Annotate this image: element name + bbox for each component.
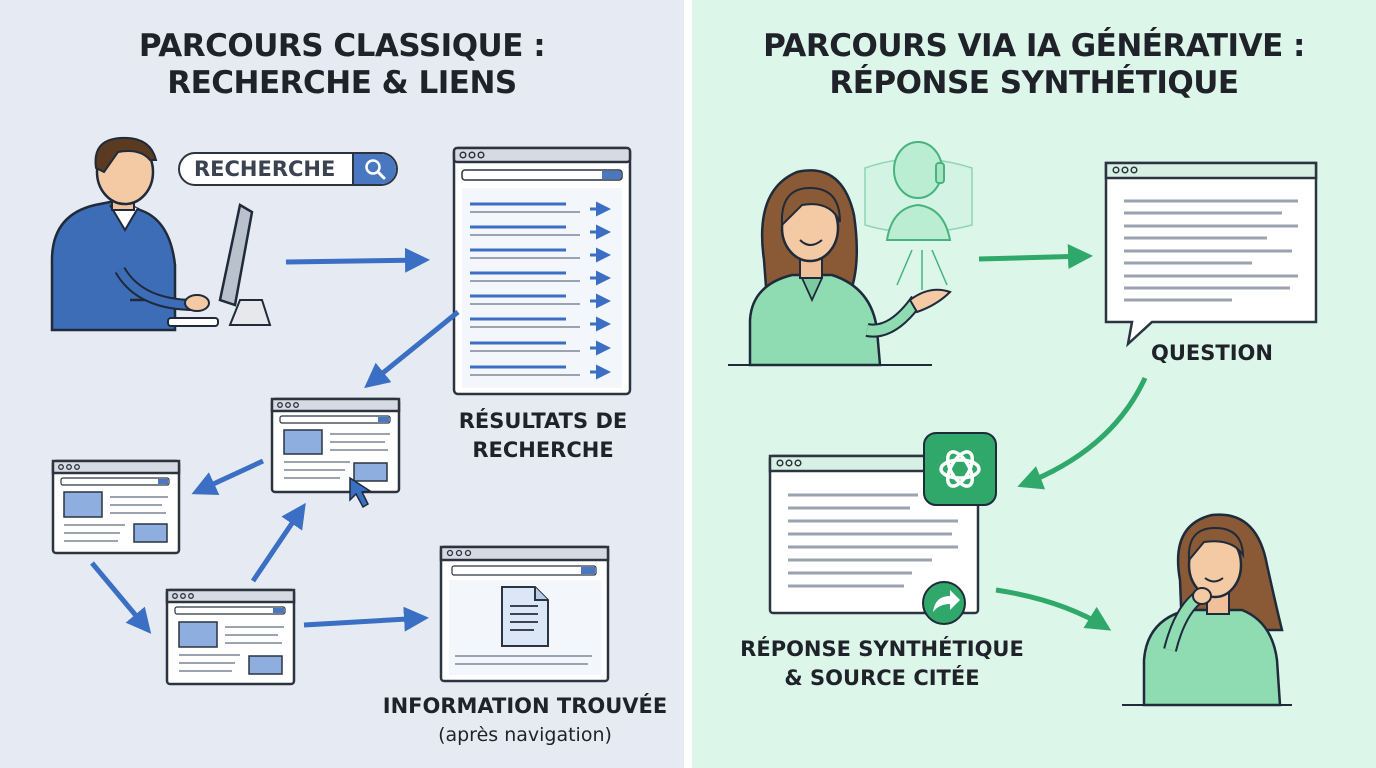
ai-robot-hologram [864,141,973,290]
result-row [470,364,611,380]
cursor-icon [349,476,373,509]
results-label-line1: RÉSULTATS DE [458,409,628,433]
arrow-answer-to-user [995,587,1112,631]
result-row [470,293,611,309]
search-button[interactable] [352,154,396,184]
classic-title-line2: RECHERCHE & LIENS [167,65,517,101]
arrow-results-to-page [364,310,460,389]
arrow-question-to-answer [1017,376,1148,490]
ai-title-line1: PARCOURS VIA IA GÉNÉRATIVE : [763,28,1305,64]
search-bar[interactable]: RECHERCHE [178,152,398,186]
result-row [470,201,611,217]
classic-title-line1: PARCOURS CLASSIQUE : [138,28,546,64]
browser-page-c [165,588,296,686]
found-information-window [439,545,610,683]
ai-logo-icon [923,432,997,506]
answer-label-line1: RÉPONSE SYNTHÉTIQUE [740,637,1024,661]
answer-label: RÉPONSE SYNTHÉTIQUE & SOURCE CITÉE [732,635,1032,693]
result-row [470,224,611,240]
document-icon [501,586,549,647]
search-input[interactable]: RECHERCHE [194,157,336,181]
result-row [470,340,611,356]
found-label-title: INFORMATION TROUVÉE [382,694,668,718]
found-label-sub: (après navigation) [438,724,612,746]
answer-label-line2: & SOURCE CITÉE [784,666,980,690]
woman-asking [728,169,952,367]
man-at-computer [50,136,272,332]
classic-title: PARCOURS CLASSIQUE : RECHERCHE & LIENS [0,28,684,102]
ai-title: PARCOURS VIA IA GÉNÉRATIVE : RÉPONSE SYN… [692,28,1376,102]
search-icon [365,159,386,180]
arrow-page-c-to-a [250,502,306,583]
arrow-to-results [285,247,430,273]
classic-journey-panel: PARCOURS CLASSIQUE : RECHERCHE & LIENS [0,0,684,768]
found-label: INFORMATION TROUVÉE (après navigation) [380,692,670,750]
ai-illustration [728,141,1318,707]
browser-page-b [51,459,181,555]
results-label: RÉSULTATS DE RECHERCHE [440,407,646,465]
arrow-page-c-to-found [303,606,429,632]
result-row [470,247,611,263]
result-row [470,316,611,332]
browser-page-a [270,397,401,494]
classic-illustration [50,136,632,686]
ai-journey-panel: PARCOURS VIA IA GÉNÉRATIVE : RÉPONSE SYN… [692,0,1376,768]
ai-title-line2: RÉPONSE SYNTHÉTIQUE [829,65,1239,101]
share-arrow-icon [922,581,966,625]
question-window [1104,161,1318,348]
arrow-to-question [978,244,1093,270]
question-label: QUESTION [1151,341,1273,365]
result-row [470,270,611,286]
search-results-window [452,146,632,396]
arrow-page-a-to-b [191,458,265,495]
results-label-line2: RECHERCHE [472,438,614,462]
arrow-page-b-to-c [90,561,152,634]
woman-satisfied [1122,513,1292,707]
